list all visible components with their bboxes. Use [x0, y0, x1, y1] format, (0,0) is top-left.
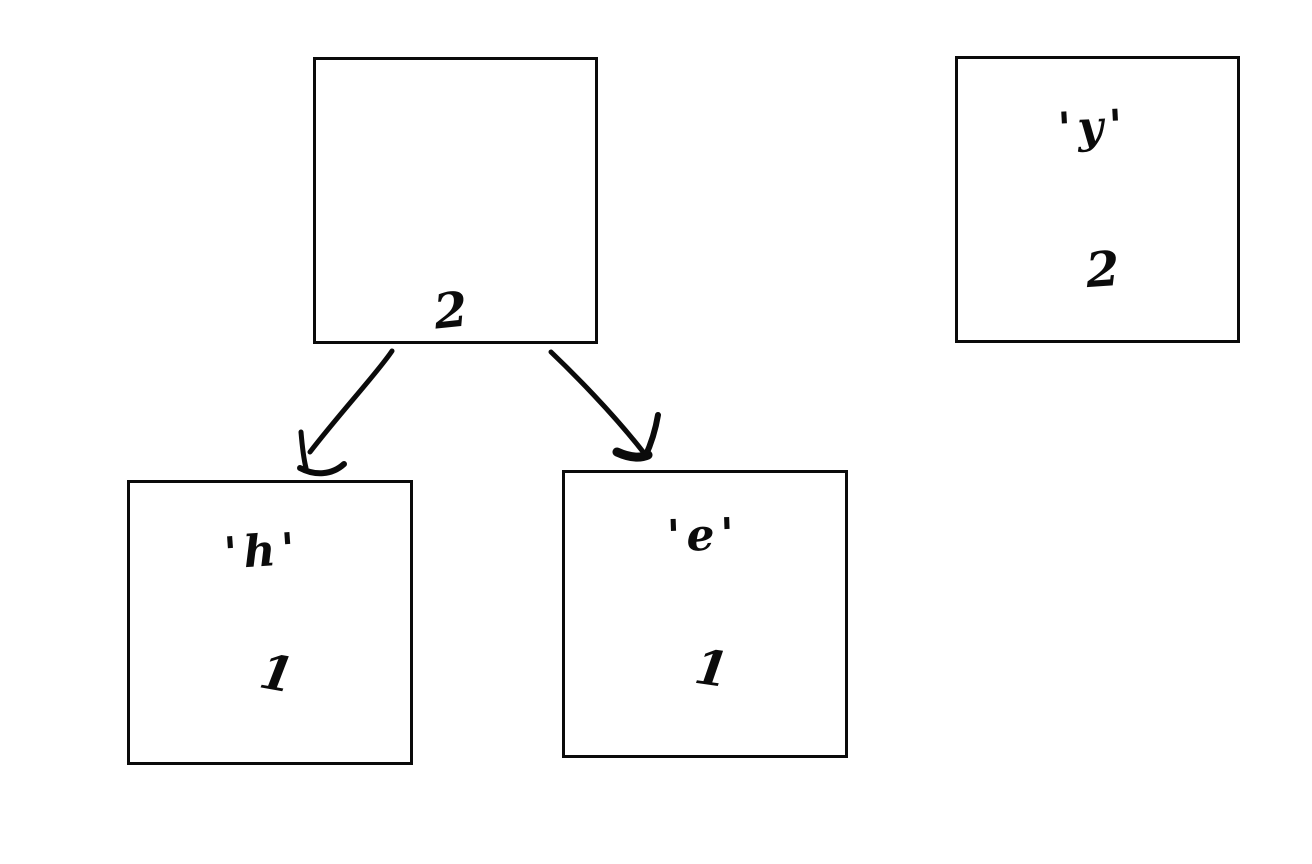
node-weight-leaf-y: 2 — [1083, 240, 1121, 300]
node-weight-root: 2 — [430, 281, 470, 341]
edge-root-to-h — [297, 348, 395, 477]
node-weight-leaf-e: 1 — [691, 638, 733, 700]
node-label-leaf-y: 'y' — [1056, 100, 1130, 155]
edge-root-to-e — [548, 349, 661, 462]
node-box-root[interactable] — [313, 57, 598, 344]
node-label-leaf-h: 'h' — [222, 523, 303, 580]
node-box-leaf-y[interactable] — [955, 56, 1240, 343]
node-label-leaf-e: 'e' — [666, 508, 741, 563]
node-box-leaf-e[interactable] — [562, 470, 848, 758]
node-box-leaf-h[interactable] — [127, 480, 413, 765]
